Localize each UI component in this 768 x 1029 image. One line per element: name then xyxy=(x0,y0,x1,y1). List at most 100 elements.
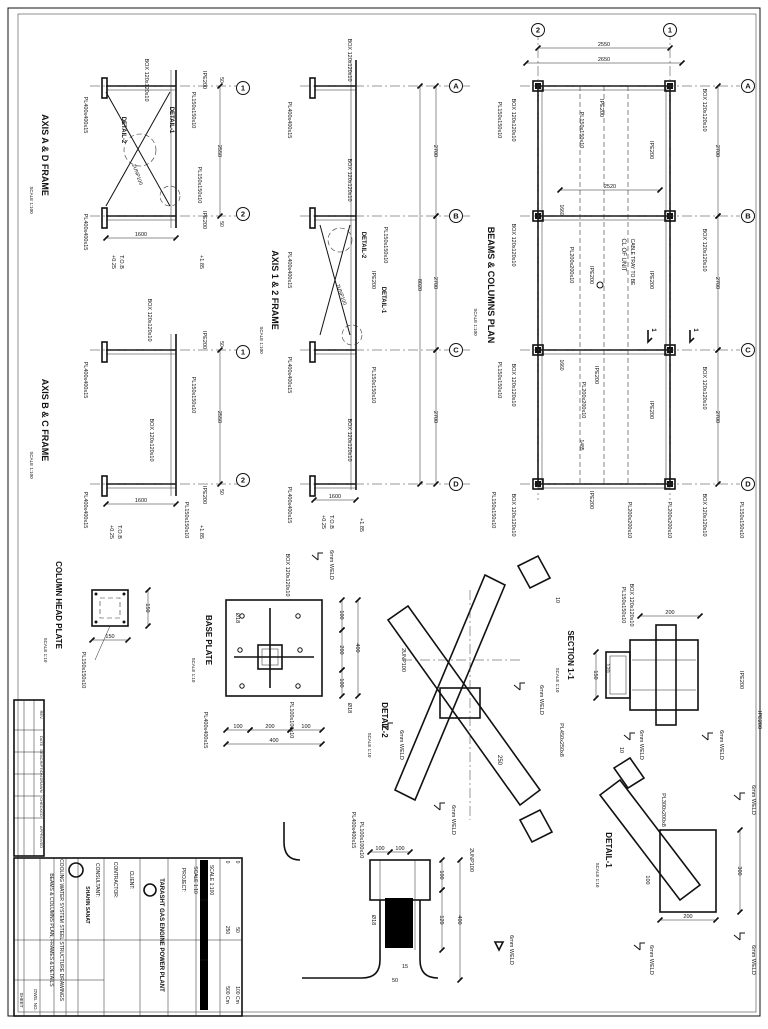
dim-text: 1600 xyxy=(329,494,341,500)
bubble-a-label: A xyxy=(745,82,751,91)
weld-symbol xyxy=(733,932,745,941)
base-plate-outline xyxy=(225,599,323,697)
dim-tick xyxy=(102,234,110,242)
plate-label: PL150x150x10 xyxy=(196,167,202,204)
detail2-title: DETAIL-2 xyxy=(380,702,389,738)
section-mark: 1 xyxy=(650,328,656,332)
revision-head: REV. xyxy=(39,711,44,720)
dim-tick xyxy=(736,826,744,834)
base-label: PL400x400x15 xyxy=(286,102,292,139)
weld-label: 6mm WELD xyxy=(538,685,544,715)
dim-tick xyxy=(416,480,424,488)
scale-text: SCALE 1:10 xyxy=(367,733,372,758)
bubble-c-label: C xyxy=(745,346,751,355)
revision-head: DRAWN xyxy=(39,778,44,793)
cable-label: CABLE TRAY TO BE xyxy=(629,239,635,286)
plan-box-label: BOX 120x120x10 xyxy=(510,363,516,406)
section-column-inner xyxy=(609,655,627,695)
base-plate xyxy=(309,341,316,363)
dim-tick xyxy=(678,59,686,67)
plan-plate-label: PL150x150x10 xyxy=(490,492,496,529)
scale-tick: 0 xyxy=(224,861,230,864)
dim-text: 400 xyxy=(456,915,462,924)
dim-text: 50 xyxy=(218,77,224,83)
dim-text: 2700 xyxy=(432,277,438,289)
dim-text: 100 xyxy=(438,870,444,879)
base-plate xyxy=(101,207,108,229)
beam-label: IPE200 xyxy=(201,331,207,349)
column-label: BOX 120x120x10 xyxy=(346,38,352,81)
bubble-1-label: 1 xyxy=(668,26,672,35)
weld-label: 6mm WELD xyxy=(750,945,756,975)
base-label: PL400x400x15 xyxy=(286,357,292,394)
f12-bubble-c-label: C xyxy=(453,346,459,355)
tb-label: CONSULTANT: xyxy=(94,863,100,897)
plate-label: PL100x100x10 xyxy=(358,822,364,859)
head-box xyxy=(99,597,121,619)
cl-unit-label: CL OF UNIT xyxy=(620,238,626,271)
brace xyxy=(105,91,171,207)
bubble-b xyxy=(741,209,755,223)
tb-sheet-sub: BEAMS & COLUMNS PLAN, FRAMES & DETAILS xyxy=(48,873,54,987)
level-label: T.O.B xyxy=(118,255,124,269)
scale-tick: 500 Cm xyxy=(224,986,230,1004)
f12-bubble-b xyxy=(449,209,463,223)
fad-bubble-1-label: 1 xyxy=(241,84,245,93)
dim-text: 2700 xyxy=(714,411,720,423)
dim-tick xyxy=(338,596,346,604)
dim-text: 1485 xyxy=(578,439,584,450)
tb-sheet-title: COOLING WATER SYSTEM STEEL STRUCTURE DRA… xyxy=(58,859,64,1002)
dim-tick xyxy=(144,622,152,630)
revision-head: DATE xyxy=(39,736,44,747)
dim-tick xyxy=(592,694,600,702)
brace-channel xyxy=(393,573,507,802)
level-triangle xyxy=(493,941,505,952)
dim-text: 100 xyxy=(644,875,650,884)
section-arrow xyxy=(647,330,653,344)
dim-text: 1600 xyxy=(135,232,147,238)
weld-label: 6mm WELD xyxy=(638,730,644,760)
dim-tick xyxy=(556,186,564,194)
dim-text: 2550 xyxy=(216,411,222,423)
dim-tick xyxy=(386,848,394,856)
section-arrow xyxy=(689,330,695,344)
plan-box-label: BOX 120x120x10 xyxy=(701,228,707,271)
dim-text: 100 xyxy=(338,678,344,687)
detail-2-tag: DETAIL-2 xyxy=(360,232,366,259)
fbc-bubble-2-label: 2 xyxy=(241,476,245,485)
column-label: BOX 120x120x10 xyxy=(628,583,634,626)
fbc-bubble-1 xyxy=(236,345,250,359)
frame12-title: AXIS 1 & 2 FRAME xyxy=(270,250,280,330)
dim-tick xyxy=(406,848,414,856)
dim-tick xyxy=(318,740,326,748)
weld-symbol xyxy=(733,792,745,801)
base-label: PL400x400x15 xyxy=(286,487,292,524)
weld-symbol xyxy=(633,942,645,951)
detail1-channel-end xyxy=(612,756,646,790)
plate-label: PL400x400x15 xyxy=(350,812,356,849)
plan-ipe-label: IPE200 xyxy=(593,366,599,384)
scale-label: SCALE 1:10 xyxy=(192,866,198,894)
anchor-column xyxy=(385,898,413,948)
detail-callout xyxy=(341,324,363,346)
detail1-title: DETAIL-1 xyxy=(604,832,613,868)
unp-label: 2UNP100 xyxy=(334,283,347,306)
dim-tick xyxy=(144,586,152,594)
fad-bubble-1 xyxy=(236,81,250,95)
frame-ad-title: AXIS A & D FRAME xyxy=(40,114,50,196)
dim-tick xyxy=(432,346,440,354)
plate-label: PL400x400x15 xyxy=(202,712,208,749)
bubble-2-label: 2 xyxy=(536,26,540,35)
ipe-web xyxy=(655,624,677,726)
base-plate xyxy=(101,77,108,99)
anchor-hole xyxy=(239,613,245,619)
tb-project: TARASHT GAS ENGINE POWER PLANT xyxy=(158,878,164,992)
fbc-bubble-2 xyxy=(236,473,250,487)
section-mark: 1 xyxy=(692,328,698,332)
weld-label: 6mm WELD xyxy=(328,550,334,580)
dim-tick xyxy=(216,82,224,90)
dim-tick xyxy=(338,666,346,674)
sheet-border xyxy=(7,7,761,1017)
weld-label: 6mm WELD xyxy=(718,730,724,760)
plan-ipe-label: IPE200 xyxy=(588,266,594,284)
